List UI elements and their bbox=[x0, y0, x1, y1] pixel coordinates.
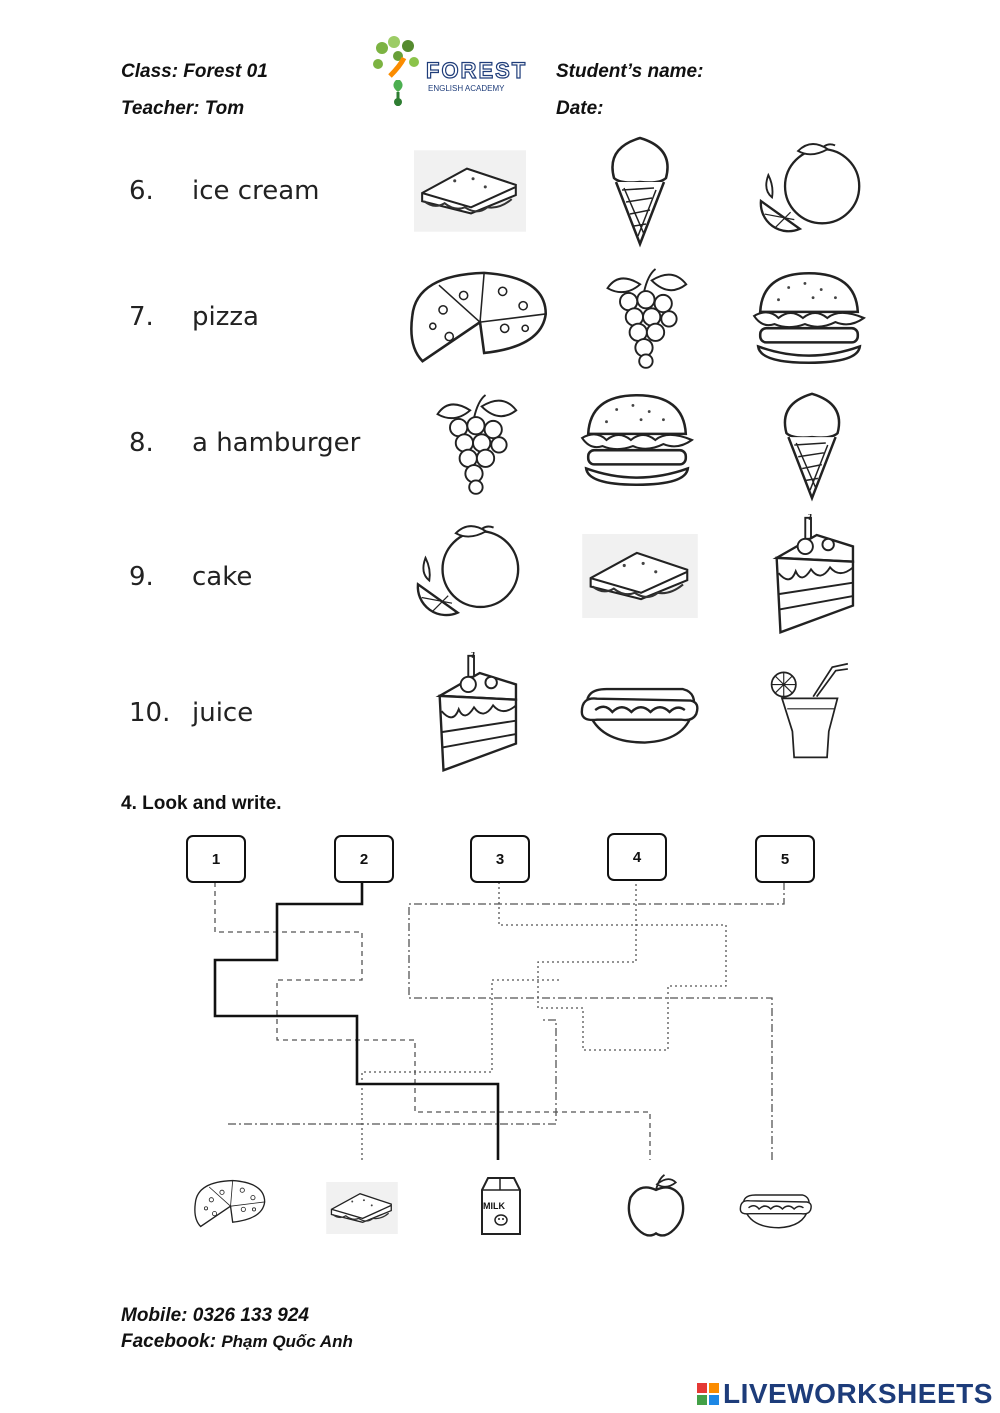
hotdog-icon bbox=[738, 1184, 814, 1234]
juice-icon[interactable] bbox=[758, 662, 858, 766]
number-box-2[interactable]: 2 bbox=[334, 835, 394, 883]
item-number: 10. bbox=[129, 698, 171, 728]
logo-subtitle: ENGLISH ACADEMY bbox=[428, 84, 505, 93]
hamburger-icon[interactable] bbox=[576, 388, 698, 492]
student-name-label: Student’s name: bbox=[556, 61, 704, 82]
logo-title: FOREST bbox=[425, 57, 528, 83]
sandwich-icon bbox=[325, 1182, 399, 1234]
section-title: 4. Look and write. bbox=[121, 793, 282, 814]
item-word: pizza bbox=[192, 302, 259, 332]
brand-text: LIVEWORKSHEETS bbox=[723, 1378, 993, 1409]
liveworksheets-logo: LIVEWORKSHEETS bbox=[697, 1378, 993, 1410]
milk-label: MILK bbox=[483, 1201, 505, 1211]
ice-cream-icon[interactable] bbox=[600, 128, 680, 248]
sandwich-icon[interactable] bbox=[582, 534, 698, 618]
hotdog-icon[interactable] bbox=[578, 672, 702, 752]
item-number: 8. bbox=[129, 428, 154, 458]
pizza-icon[interactable] bbox=[402, 264, 556, 368]
ice-cream-icon[interactable] bbox=[772, 384, 852, 502]
tree-icon bbox=[373, 36, 419, 106]
date-label: Date: bbox=[556, 98, 604, 119]
grapes-icon[interactable] bbox=[596, 262, 692, 370]
item-number: 7. bbox=[129, 302, 154, 332]
facebook-name: Phạm Quốc Anh bbox=[221, 1332, 353, 1351]
item-number: 6. bbox=[129, 176, 154, 206]
sandwich-icon[interactable] bbox=[414, 150, 526, 232]
item-word: cake bbox=[192, 562, 253, 592]
teacher-label: Teacher: Tom bbox=[121, 98, 245, 119]
item-word: ice cream bbox=[192, 176, 320, 206]
orange-icon[interactable] bbox=[752, 138, 870, 240]
number-box-4[interactable]: 4 bbox=[607, 833, 667, 881]
number-box-5[interactable]: 5 bbox=[755, 835, 815, 883]
grapes-icon[interactable] bbox=[426, 388, 522, 496]
cake-icon[interactable] bbox=[424, 652, 524, 776]
class-label: Class: Forest 01 bbox=[121, 61, 268, 82]
number-box-3[interactable]: 3 bbox=[470, 835, 530, 883]
logo-squares-icon bbox=[697, 1383, 719, 1405]
forest-logo: FOREST ENGLISH ACADEMY bbox=[370, 36, 530, 110]
number-box-1[interactable]: 1 bbox=[186, 835, 246, 883]
cake-icon[interactable] bbox=[762, 514, 860, 638]
orange-icon[interactable] bbox=[410, 520, 528, 624]
facebook-label: Facebook: Phạm Quốc Anh bbox=[121, 1331, 353, 1353]
item-word: juice bbox=[192, 698, 254, 728]
facebook-prefix: Facebook: bbox=[121, 1331, 222, 1352]
item-number: 9. bbox=[129, 562, 154, 592]
pizza-icon bbox=[190, 1176, 270, 1230]
mobile-label: Mobile: 0326 133 924 bbox=[121, 1305, 309, 1326]
maze-lines bbox=[213, 882, 785, 1160]
apple-icon bbox=[623, 1172, 689, 1240]
item-word: a hamburger bbox=[192, 428, 361, 458]
hamburger-icon[interactable] bbox=[748, 266, 870, 370]
